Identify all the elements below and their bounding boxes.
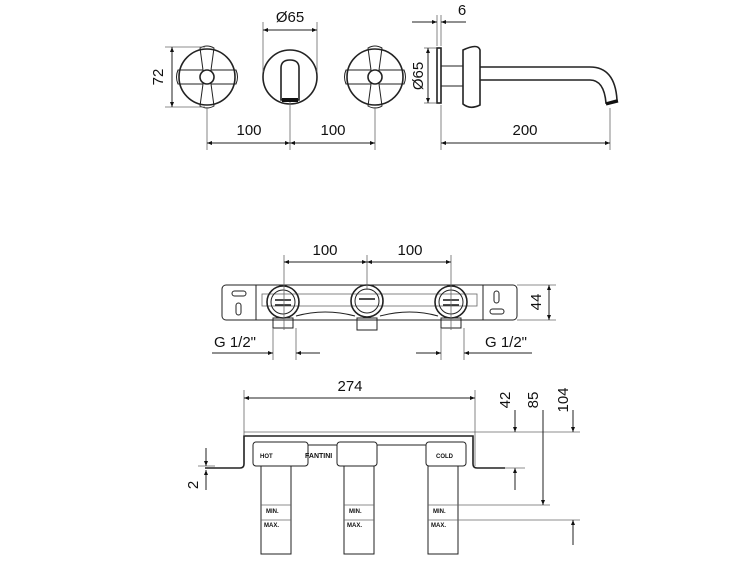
depth-85-label: 85 — [525, 392, 542, 409]
body-height-label: 44 — [528, 294, 545, 311]
depth-104-label: 104 — [555, 387, 572, 412]
hot-label: HOT — [260, 454, 273, 460]
plate-thickness-label: 6 — [458, 2, 466, 19]
brand-label: FANTINI — [305, 453, 332, 460]
spacing-left-label: 100 — [236, 122, 261, 139]
cold-label: COLD — [436, 454, 454, 460]
min-label-cold: MIN. — [433, 509, 446, 515]
spout-front — [262, 49, 318, 105]
spout-diameter-label: Ø65 — [276, 9, 304, 26]
depth-42-label: 42 — [497, 392, 514, 409]
plate-diameter-label: Ø65 — [410, 62, 427, 90]
body-spacing-right-label: 100 — [397, 242, 422, 259]
spout-side — [436, 45, 619, 109]
body-spacing-left-label: 100 — [312, 242, 337, 259]
min-label-center: MIN. — [349, 509, 362, 515]
thread-right-label: G 1/2" — [485, 334, 527, 351]
left-cross-handle — [176, 45, 238, 109]
top-view: 72 Ø65 100 100 6 Ø65 200 — [150, 2, 619, 150]
spout-length-label: 200 — [512, 122, 537, 139]
handle-height-label: 72 — [150, 69, 167, 86]
max-label-center: MAX. — [347, 523, 362, 529]
max-label-cold: MAX. — [431, 523, 446, 529]
body-side-view: HOT FANTINI COLD MIN. MAX. MIN. MAX. MIN… — [185, 378, 580, 555]
offset-label: 2 — [185, 481, 202, 489]
thread-left-label: G 1/2" — [214, 334, 256, 351]
body-front-view: 100 100 44 G 1/2" G 1/2" — [212, 242, 556, 360]
max-label-hot: MAX. — [264, 523, 279, 529]
right-cross-handle — [344, 45, 406, 109]
min-label-hot: MIN. — [266, 509, 279, 515]
inlet-bodies — [260, 465, 580, 555]
spacing-right-label: 100 — [320, 122, 345, 139]
body-width-label: 274 — [337, 378, 362, 395]
